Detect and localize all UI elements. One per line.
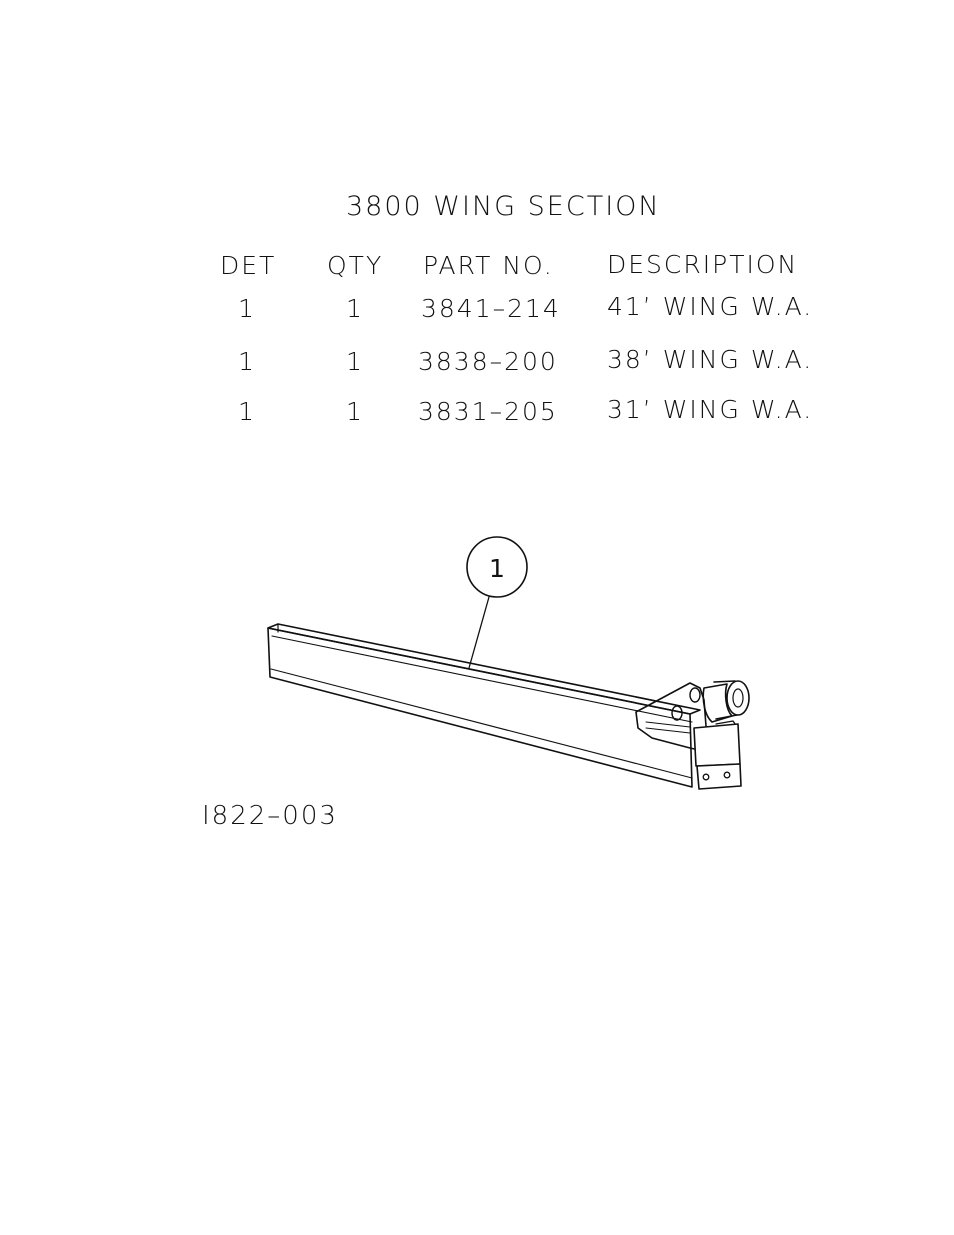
end-bracket (694, 724, 741, 789)
wing-tube (268, 624, 700, 787)
drawing-reference-number: I822–003 (202, 801, 338, 831)
callout-balloon: 1 (467, 537, 527, 597)
callout-leader (469, 597, 489, 668)
hinge-pin (703, 681, 749, 728)
callout-label: 1 (489, 554, 505, 583)
